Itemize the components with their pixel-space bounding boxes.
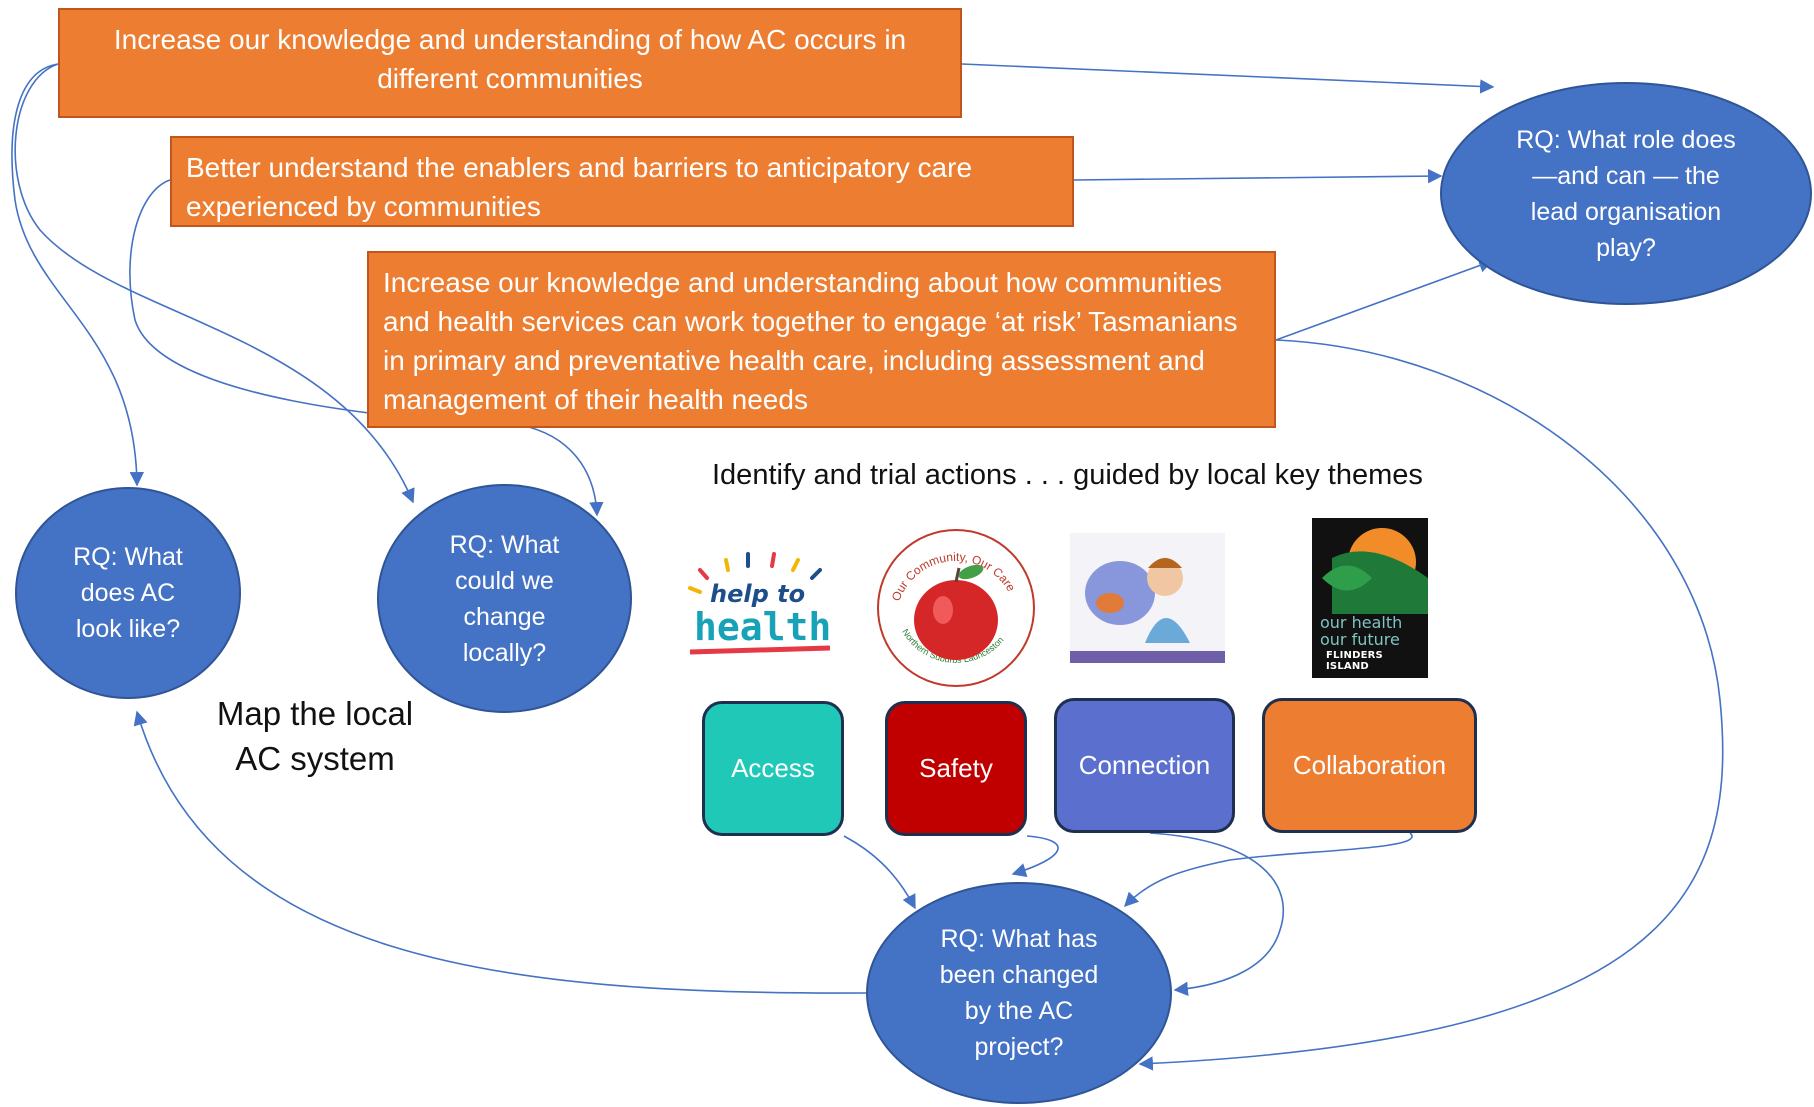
arrow-obj1-to-change [14,63,415,504]
theme-connection-label: Connection [1078,750,1211,780]
help-logo-line1: help to [710,580,805,608]
flinders-line1: our health [1320,613,1403,632]
help-to-health-logo: help to health [688,552,831,655]
arrow-obj1-to-role [961,63,1495,94]
help-logo-line2: health [694,605,831,649]
theme-access: Access [702,701,844,836]
rq-change-ellipse: RQ: What could we change locally? [377,484,632,713]
theme-access-label: Access [731,753,815,783]
theme-safety: Safety [885,701,1027,836]
objective-box-2: Better understand the enablers and barri… [170,136,1074,227]
objective-box-3: Increase our knowledge and understanding… [367,251,1276,428]
rq-changed-text: RQ: What has been changed by the AC proj… [939,925,1099,1061]
arrow-obj1-to-look [11,63,145,487]
rq-look-text: RQ: What does AC look like? [73,543,183,643]
rq-change-text: RQ: What could we change locally? [449,530,560,667]
rq-changed-ellipse: RQ: What has been changed by the AC proj… [866,882,1172,1104]
flinders-island-logo: our health our future FLINDERS ISLAND [1312,518,1428,678]
flinders-logo-graphic [1322,528,1428,614]
arrow-access-to-changed [843,835,916,910]
arrow-safety-to-changed [1011,835,1059,878]
flinders-line2: our future [1320,630,1400,649]
arrow-collab-to-changed [1124,832,1413,908]
objective-box-1: Increase our knowledge and understanding… [58,8,962,118]
rq-role-text: RQ: What role does—and can — the lead or… [1516,125,1736,262]
flinders-logo-text: our health our future [1320,614,1402,648]
map-heading-line2: AC system [235,740,395,777]
trial-actions-heading: Identify and trial actions . . . guided … [712,459,1423,491]
rq-role-ellipse: RQ: What role does—and can — the lead or… [1440,82,1812,305]
theme-safety-label: Safety [919,753,993,783]
theme-connection: Connection [1054,698,1235,833]
our-community-logo: Our Community, Our Care Northern Suburbs… [877,529,1035,687]
connection-illustration [1070,533,1225,663]
flinders-place: FLINDERS ISLAND [1326,650,1383,672]
arrow-obj3-to-role [1275,258,1494,341]
theme-collaboration: Collaboration [1262,698,1477,833]
rq-look-ellipse: RQ: What does AC look like? [15,487,241,699]
arrow-connection-to-changed [1149,832,1285,996]
map-system-heading: Map the local AC system [190,691,440,781]
theme-collaboration-label: Collaboration [1292,750,1447,780]
map-heading-line1: Map the local [216,695,414,732]
arrow-obj2-to-role [1073,168,1443,184]
